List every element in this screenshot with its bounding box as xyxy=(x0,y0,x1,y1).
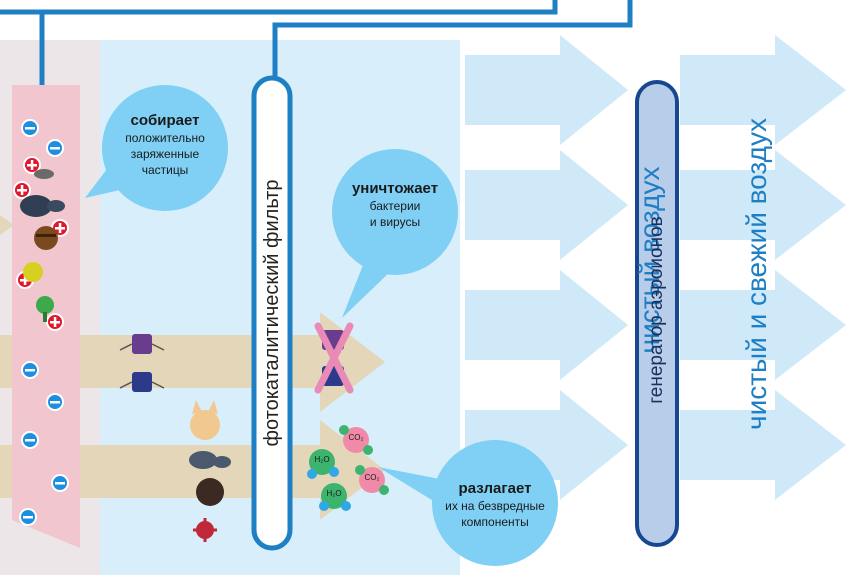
top-connector xyxy=(0,0,558,15)
bubble-decomposes-line1: их на безвредные xyxy=(445,499,545,513)
bubble-decomposes-line2: компоненты xyxy=(461,515,529,529)
aeroion-generator xyxy=(635,80,679,547)
bubble-collects-line3: частицы xyxy=(141,163,189,177)
speech-bubbles xyxy=(85,85,558,566)
allergens xyxy=(189,400,231,542)
co2-label-2: CO₂ xyxy=(364,473,380,482)
bubble-collects-title: собирает xyxy=(130,112,200,129)
photocatalytic-filter xyxy=(251,75,293,551)
bubble-decomposes: разлагает их на безвредные компоненты xyxy=(435,480,555,530)
clean-fresh-air-label: чистый и свежий воздух xyxy=(741,118,772,431)
molecules xyxy=(307,425,389,511)
bubble-decomposes-title: разлагает xyxy=(458,480,532,497)
filter-connector xyxy=(272,0,633,90)
bubble-destroys-title: уничтожает xyxy=(351,180,439,197)
bubble-collects: собирает положительно заряженные частицы xyxy=(110,112,220,178)
bubble-destroys-line2: и вирусы xyxy=(369,215,421,229)
bubble-collects-line2: заряженные xyxy=(130,147,200,161)
generator-label: генератор аэроионов xyxy=(646,216,667,404)
filter-label: фотокаталитический фильтр xyxy=(261,179,283,447)
co2-label-1: CO₂ xyxy=(348,433,364,442)
viruses xyxy=(119,322,354,394)
bubble-destroys: уничтожает бактерии и вирусы xyxy=(340,180,450,230)
bubble-collects-line1: положительно xyxy=(125,131,205,145)
clean-air-arrows xyxy=(465,35,846,500)
h2o-label-1: H₂O xyxy=(314,455,330,464)
captured-particles xyxy=(20,169,65,322)
bubble-destroys-line1: бактерии xyxy=(369,199,421,213)
h2o-label-2: H₂O xyxy=(326,489,342,498)
